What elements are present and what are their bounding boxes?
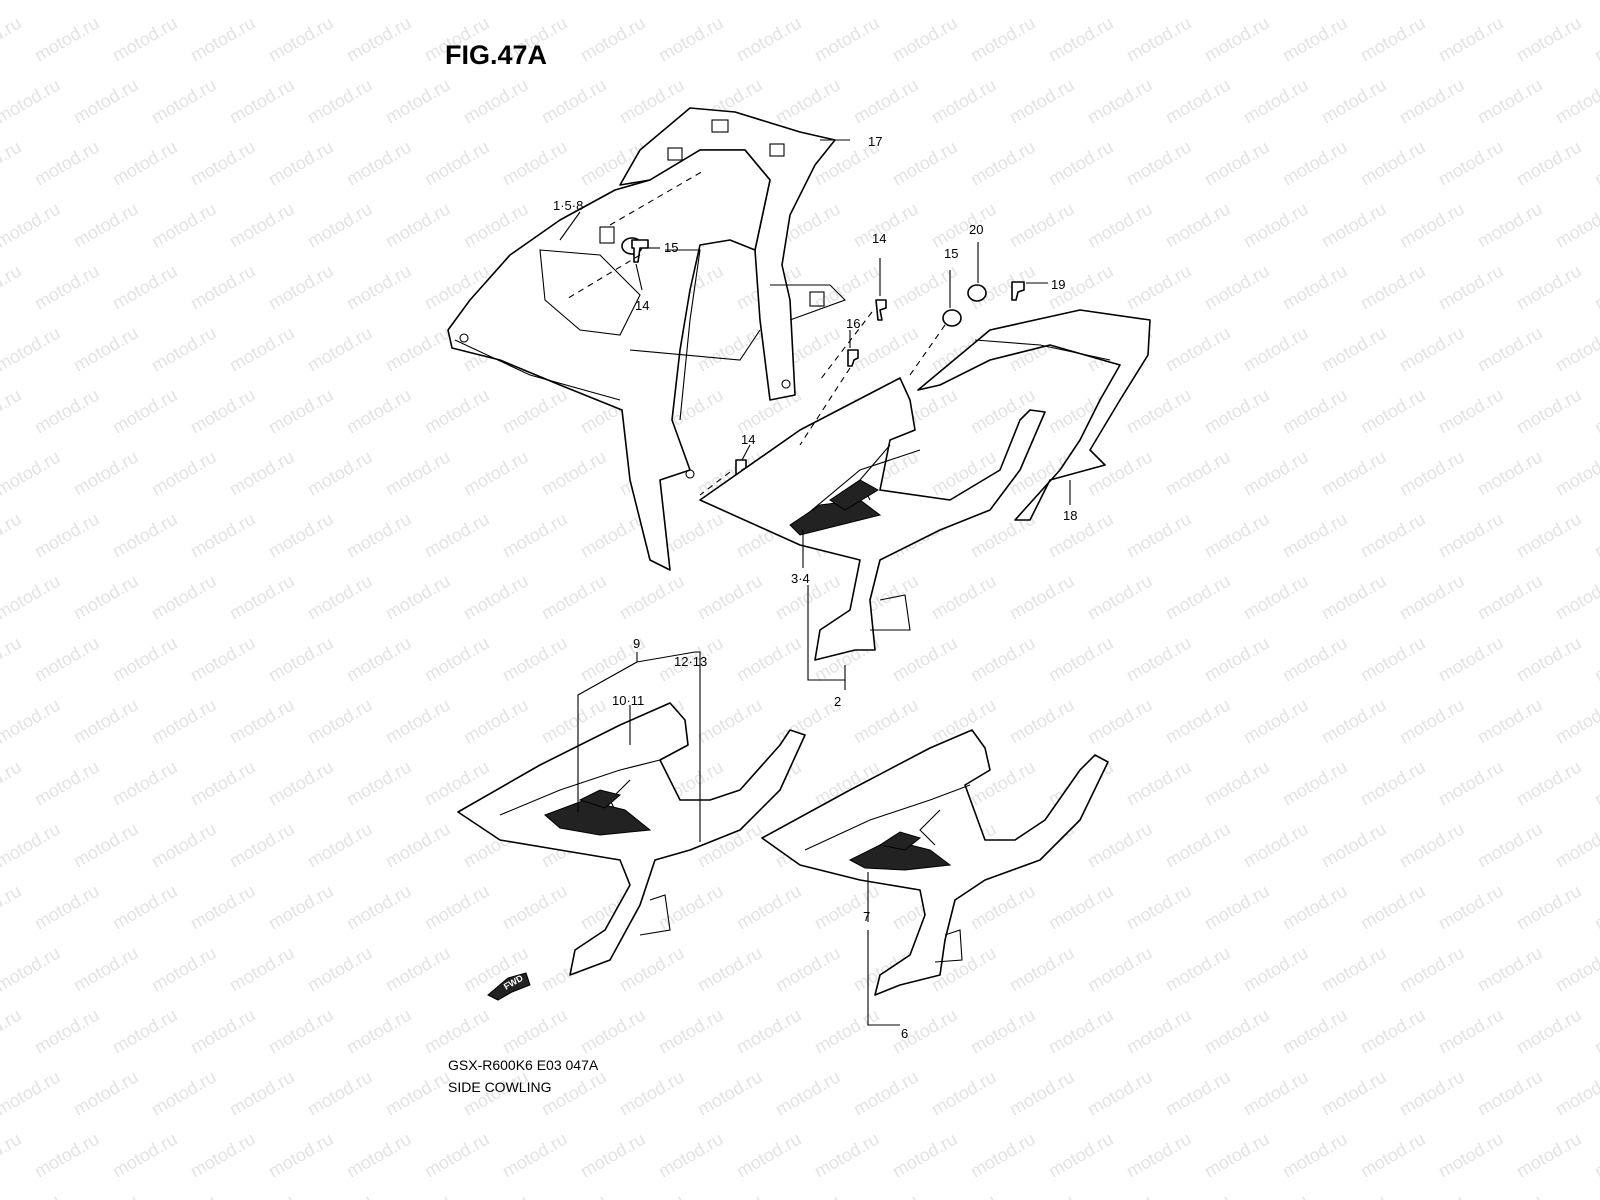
screw-16 — [847, 349, 859, 367]
side-cowling-lower-left-part — [457, 702, 806, 976]
dashed-alignment-lines — [564, 169, 946, 496]
callout-15: 15 — [664, 240, 678, 255]
callout-7: 7 — [863, 909, 870, 924]
callout-10-11: 10·11 — [612, 693, 644, 708]
figure-title: FIG.47A — [445, 40, 548, 70]
nut-20 — [967, 284, 987, 302]
screw-14b — [875, 299, 887, 321]
callout-3-4: 3·4 — [791, 571, 810, 586]
callout-14: 14 — [872, 231, 886, 246]
inner-panel-part-18 — [917, 309, 1151, 521]
side-cowling-upper-part — [699, 377, 1046, 661]
leader-lines — [559, 139, 1071, 1026]
callout-20: 20 — [969, 222, 983, 237]
callout-1-5-8: 1·5·8 — [553, 198, 583, 213]
callout-15: 15 — [944, 246, 958, 261]
callout-17: 17 — [868, 134, 882, 149]
callout-12-13: 12·13 — [674, 654, 707, 669]
screw-14a — [631, 239, 649, 263]
upper-cowling-part — [447, 107, 846, 571]
model-code: GSX-R600K6 E03 047A — [448, 1057, 599, 1073]
callout-19: 19 — [1051, 277, 1065, 292]
callout-2: 2 — [834, 694, 841, 709]
callout-14: 14 — [635, 298, 649, 313]
grommet-15b — [942, 309, 962, 327]
callout-6: 6 — [901, 1026, 908, 1041]
side-cowling-lower-right-part — [761, 729, 1109, 996]
screw-19 — [1011, 281, 1025, 301]
section-name: SIDE COWLING — [448, 1079, 552, 1095]
fastener-group — [621, 237, 1025, 477]
callout-9: 9 — [633, 636, 640, 651]
callout-18: 18 — [1063, 508, 1077, 523]
callout-14: 14 — [741, 432, 755, 447]
callout-16: 16 — [846, 316, 860, 331]
forward-arrow-icon: FWD — [487, 972, 531, 1001]
